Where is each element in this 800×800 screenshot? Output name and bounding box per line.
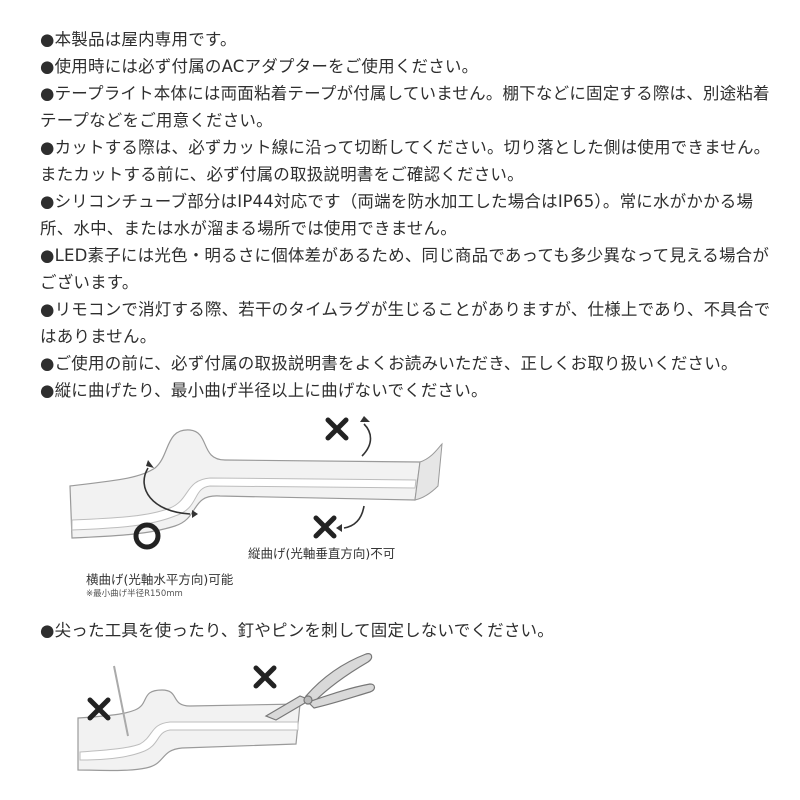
ok-circle-icon	[133, 522, 161, 550]
note-indoor-only: ●本製品は屋内専用です。	[40, 30, 237, 49]
ng-x-icon-tool	[253, 665, 277, 689]
note-remote-lag: ●リモコンで消灯する際、若干のタイムラグが生じることがありますが、仕様上であり、…	[40, 300, 771, 346]
note-bending: ●縦に曲げたり、最小曲げ半径以上に曲げないでください。	[40, 381, 488, 400]
ng-x-icon-pin	[87, 697, 111, 721]
arrow-head-icon	[192, 510, 198, 518]
bend-arrow-down-icon	[343, 505, 365, 529]
ng-x-icon-top	[325, 417, 349, 441]
tape-light-bend-illustration	[69, 416, 443, 550]
note-cutting: ●カットする際は、必ずカット線に沿って切断してください。切り落とした側は使用でき…	[40, 138, 771, 184]
horizontal-bend-label: 横曲げ(光軸水平方向)可能	[86, 572, 234, 587]
note-adhesive-tape: ●テープライト本体には両面粘着テープが付属していません。棚下などに固定する際は、…	[40, 84, 770, 130]
bend-arrow-up-icon	[361, 423, 372, 457]
vertical-bend-label: 縦曲げ(光軸垂直方向)不可	[248, 546, 396, 561]
strip-side-icon	[414, 442, 443, 501]
bend-arrow-horizontal-icon	[143, 467, 191, 515]
note-no-sharp-tools-wrap: ●尖った工具を使ったり、釘やピンを刺して固定しないでください。	[40, 617, 775, 644]
arrow-head-icon	[360, 416, 370, 422]
strip-light-band-icon	[79, 721, 299, 761]
sharp-tools-diagram	[70, 640, 400, 790]
caution-notes-list: ●本製品は屋内専用です。 ●使用時には必ず付属のACアダプターをご使用ください。…	[40, 26, 775, 404]
pin-icon	[113, 665, 129, 737]
tape-light-tools-illustration	[77, 653, 376, 772]
note-ac-adapter: ●使用時には必ず付属のACアダプターをご使用ください。	[40, 57, 479, 76]
note-no-sharp-tools: ●尖った工具を使ったり、釘やピンを刺して固定しないでください。	[40, 621, 554, 640]
arrow-head-icon	[336, 524, 342, 532]
min-radius-note: ※最小曲げ半径R150mm	[86, 589, 183, 599]
ng-x-icon-bottom	[313, 515, 337, 539]
bending-diagram	[60, 408, 480, 608]
note-led-variance: ●LED素子には光色・明るさに個体差があるため、同じ商品であっても多少異なって見…	[40, 246, 770, 292]
note-waterproof: ●シリコンチューブ部分はIP44対応です（両端を防水加工した場合はIP65）。常…	[40, 192, 754, 238]
arrow-head-icon	[146, 460, 154, 468]
note-read-manual: ●ご使用の前に、必ず付属の取扱説明書をよくお読みいただき、正しくお取り扱いくださ…	[40, 354, 738, 373]
pliers-icon	[264, 653, 376, 721]
